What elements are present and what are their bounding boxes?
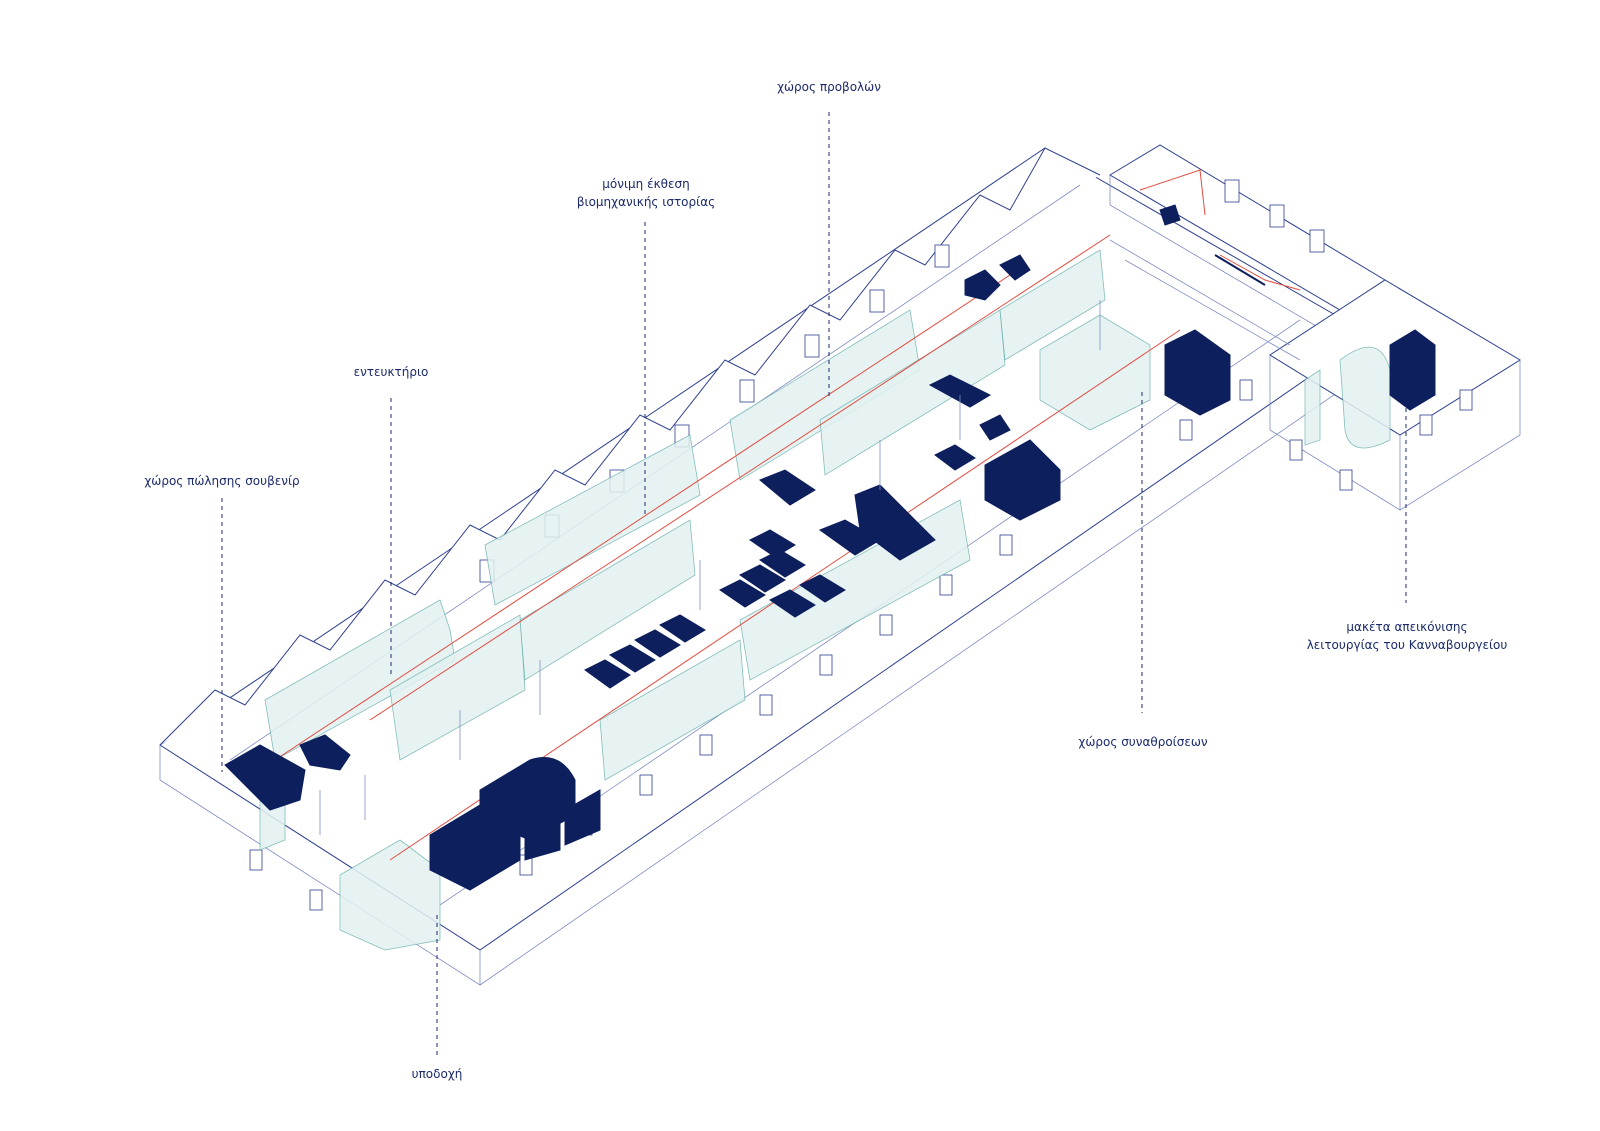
label-projection: χώρος προβολών <box>777 80 881 94</box>
machine-front-3 <box>524 809 561 861</box>
machine-annex-top <box>1159 204 1181 226</box>
annex-rail <box>1214 254 1266 286</box>
sawtooth-roofline <box>159 147 1101 746</box>
curtain-model-side <box>1304 369 1321 446</box>
curtain-exhibition-back <box>484 434 701 606</box>
curtain-reception <box>339 839 441 951</box>
machine-annex-right <box>1389 329 1436 411</box>
label-exhibition-line1: μόνιμη έκθεση <box>602 177 689 191</box>
machine-back-top <box>964 269 1001 301</box>
curtain-exhibition-2 <box>519 519 696 681</box>
curtain-lounge <box>389 614 526 761</box>
label-exhibition-line2: βιομηχανικής ιστορίας <box>577 195 715 209</box>
label-model-line1: μακέτα απεικόνισης <box>1346 620 1467 634</box>
labels: χώρος προβολών μόνιμη έκθεση βιομηχανική… <box>144 80 1507 1081</box>
curtain-partitions <box>259 249 1391 951</box>
label-gathering: χώρος συναθροίσεων <box>1078 735 1207 749</box>
machine-souvenir-1 <box>224 744 306 811</box>
label-model-line2: λειτουργίας του Κανναβουργείου <box>1307 638 1508 652</box>
curtain-front-lower <box>599 639 746 781</box>
curtain-model-cylinder <box>1339 346 1391 449</box>
label-reception: υποδοχή <box>412 1067 463 1081</box>
machine-right-block <box>984 439 1061 521</box>
table-rows <box>584 374 1011 689</box>
interior-lines <box>319 239 1301 835</box>
machine-back-top-2 <box>999 254 1031 281</box>
curtain-gathering-2 <box>999 249 1106 361</box>
label-souvenir: χώρος πώλησης σουβενίρ <box>144 474 299 488</box>
curtain-souvenir <box>264 599 456 761</box>
machine-front-4 <box>564 789 601 846</box>
machinery <box>224 204 1436 891</box>
leader-lines <box>221 112 1407 1055</box>
machine-right-tall <box>1164 329 1231 416</box>
machine-souvenir-2 <box>299 734 351 771</box>
label-lounge: εντευκτήριο <box>354 365 429 379</box>
front-wall-windows <box>249 379 1473 911</box>
